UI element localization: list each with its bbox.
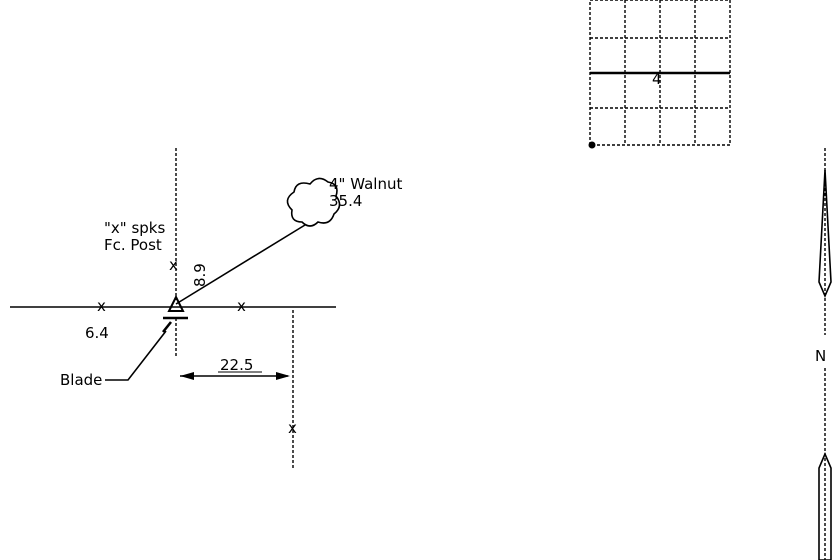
blade-mark [161, 321, 173, 333]
spike-mark: x [169, 256, 178, 274]
index-grid: 4 [588, 0, 731, 149]
grid-number: 4 [652, 70, 662, 88]
station-triangle-icon [167, 294, 185, 312]
blade-leader-line [105, 330, 167, 381]
tree-bearing-line [175, 224, 306, 305]
blade-label: Blade [60, 371, 102, 389]
dimension-arrow-left-icon [180, 372, 194, 380]
vertical-distance-label: 8.9 [191, 263, 209, 287]
north-letter-background [812, 335, 834, 367]
grid-corner-marker [588, 141, 596, 149]
north-letter: N [815, 347, 826, 365]
left-distance-label: 6.4 [85, 324, 109, 342]
spike-mark: x [97, 297, 106, 315]
north-arrow: N [812, 148, 834, 560]
north-arrow-tail-icon [818, 451, 832, 560]
tree-distance-label: 35.4 [329, 192, 362, 210]
spikes-label-line1: "x" spks [104, 219, 165, 237]
spike-mark: x [237, 297, 246, 315]
tree-size-label: 4" Walnut [329, 175, 402, 193]
horizontal-distance-label: 22.5 [220, 356, 253, 374]
north-arrow-head-icon [818, 169, 832, 299]
spikes-label-line2: Fc. Post [104, 236, 162, 254]
walnut-tree-icon [286, 177, 341, 227]
dimension-arrow-right-icon [276, 372, 290, 380]
